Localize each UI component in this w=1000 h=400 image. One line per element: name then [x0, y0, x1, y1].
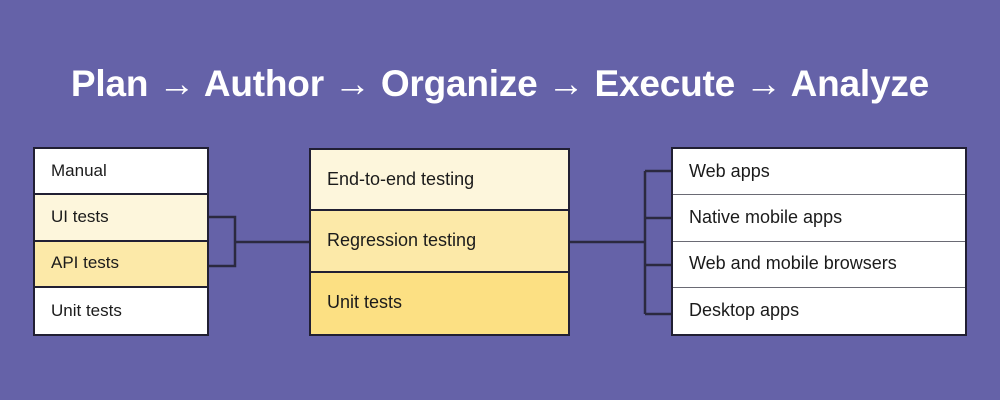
list-item[interactable]: End-to-end testing [311, 150, 568, 212]
list-item[interactable]: Desktop apps [673, 287, 965, 334]
list-item[interactable]: API tests [35, 241, 207, 288]
list-item[interactable]: Regression testing [311, 211, 568, 273]
page-title: Plan → Author → Organize → Execute → Ana… [70, 63, 930, 104]
test-targets-group: Web apps Native mobile apps Web and mobi… [671, 147, 967, 336]
list-item[interactable]: Web apps [673, 149, 965, 196]
list-item[interactable]: Web and mobile browsers [673, 241, 965, 288]
list-item[interactable]: Native mobile apps [673, 195, 965, 242]
test-types-group: Manual UI tests API tests Unit tests [33, 147, 209, 336]
list-item[interactable]: Unit tests [311, 272, 568, 334]
test-levels-group: End-to-end testing Regression testing Un… [309, 148, 570, 336]
list-item[interactable]: UI tests [35, 195, 207, 242]
list-item[interactable]: Manual [35, 149, 207, 196]
list-item[interactable]: Unit tests [35, 287, 207, 334]
